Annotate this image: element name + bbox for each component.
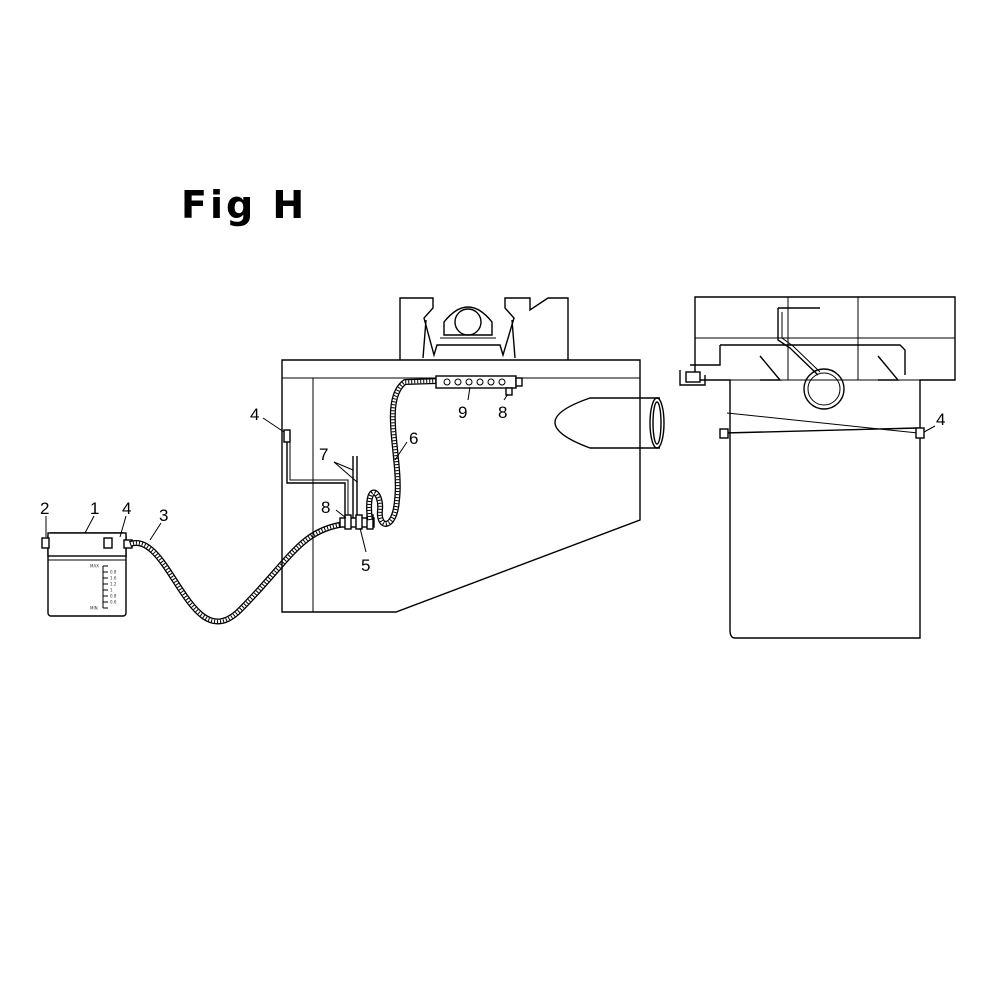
callout-5: 5: [361, 556, 370, 575]
callout-8: 8: [321, 498, 330, 517]
callout-4: 4: [250, 405, 259, 424]
tank-scale-label: 1.2: [110, 582, 117, 587]
callout-9: 9: [458, 403, 467, 422]
tank-scale-label: MAX: [90, 564, 99, 569]
tank-scale-label: 1: [110, 588, 113, 593]
tank-scale: MAX 0.8 1.6 1.2 1 0.8 0.6 MIN: [90, 564, 117, 611]
callout-3: 3: [159, 506, 168, 525]
tank-scale-label: MIN: [90, 606, 98, 611]
callout-8: 8: [498, 403, 507, 422]
oil-hose-3: [129, 521, 346, 625]
callout-4: 4: [936, 410, 945, 429]
oil-hose-6: [366, 378, 439, 527]
callout-7: 7: [319, 445, 328, 464]
callout-6: 6: [409, 429, 418, 448]
tank-scale-label: 0.8: [110, 570, 117, 575]
tank-scale-label: 1.6: [110, 576, 117, 581]
tank-scale-label: 0.8: [110, 594, 117, 599]
fitting-4-left: [283, 429, 349, 518]
machine-head-front: [281, 297, 665, 613]
leader-line-side: [923, 425, 936, 433]
figure-title: Fig H: [181, 183, 308, 227]
oil-tank: MAX 0.8 1.6 1.2 1 0.8 0.6 MIN: [41, 532, 133, 617]
tank-scale-label: 0.6: [110, 600, 117, 605]
distributor-9: [435, 375, 523, 396]
machine-head-side: [679, 296, 956, 639]
leader-lines-front: [45, 386, 509, 553]
callout-4: 4: [122, 499, 131, 518]
tubes-7: [352, 456, 358, 518]
callout-1: 1: [90, 499, 99, 518]
fitting-4-right: [915, 427, 925, 439]
manifold-5: [339, 514, 375, 530]
callout-2: 2: [40, 499, 49, 518]
tank-clip-right: [103, 537, 113, 549]
tank-clip-left: [41, 537, 50, 549]
